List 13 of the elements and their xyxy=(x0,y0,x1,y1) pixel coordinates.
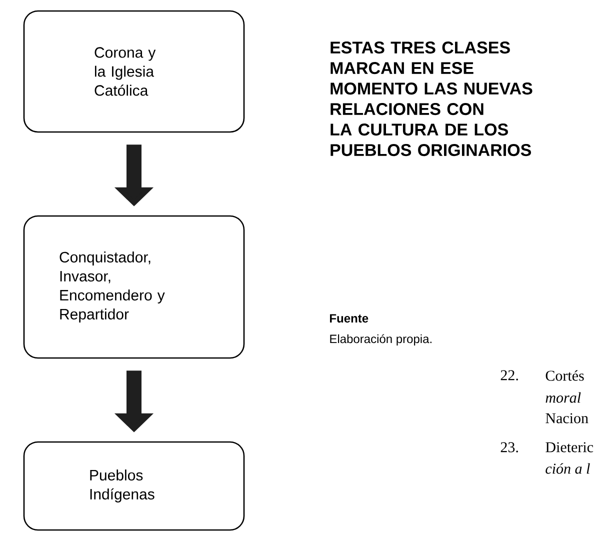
footnote-text: Dieteric xyxy=(546,442,594,452)
footnote-number: 22. xyxy=(500,370,518,380)
process-box: Pueblos Indígenas xyxy=(23,441,245,531)
process-box: Corona y la Iglesia Católica xyxy=(23,10,245,133)
footnote-number: 23. xyxy=(500,442,518,452)
footnote-text: Nacion xyxy=(546,413,588,424)
source-heading: Fuente xyxy=(330,314,368,323)
footnote-text: moral xyxy=(546,392,581,403)
footnote-text: Cortés xyxy=(546,370,584,381)
source-text: Elaboración propia. xyxy=(330,334,432,346)
footnote-text: ción a l xyxy=(546,463,590,474)
title: ESTAS TRES CLASES MARCAN EN ESE MOMENTO LAS NUEVAS RELACIONES CON LA CULTURA DE LOS PUEBLOS ORIGINARIOS xyxy=(330,42,532,156)
process-box: Conquistador, Invasor, Encomendero y Repartidor xyxy=(23,215,245,359)
